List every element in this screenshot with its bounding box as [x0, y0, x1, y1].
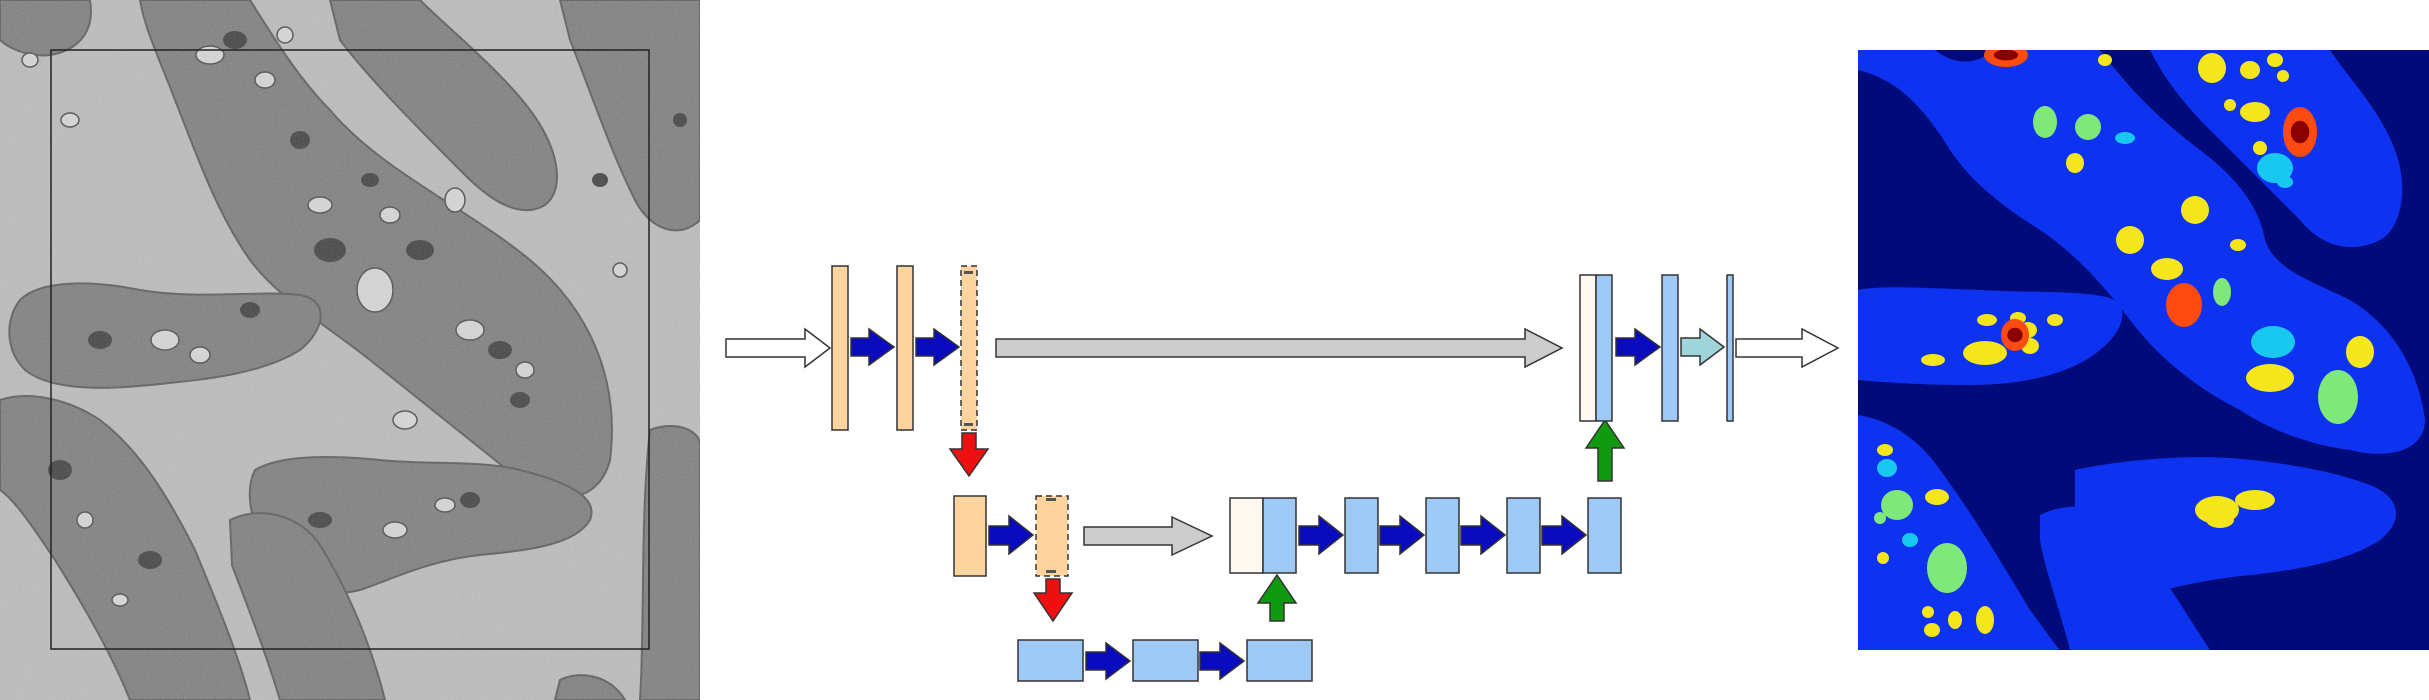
seg-organelle-cyan — [2277, 176, 2293, 188]
seg-organelle-yellow — [2181, 196, 2209, 224]
skip-arrow — [995, 327, 1564, 369]
output-segmentation — [1858, 50, 2429, 650]
pool-arrow — [1032, 578, 1074, 623]
seg-organelle-yellow — [2346, 336, 2374, 368]
seg-organelle-cyan — [2251, 326, 2295, 358]
encoder-block-dashed — [960, 265, 978, 431]
seg-organelle-green — [2033, 106, 2057, 138]
conv-arrow — [1615, 327, 1662, 367]
upconv-arrow — [1584, 418, 1626, 482]
block-marker — [964, 271, 973, 274]
seg-organelle-yellow — [2235, 490, 2275, 510]
encoder-block — [831, 265, 849, 431]
conv-arrow — [850, 327, 896, 367]
seg-organelle-cyan — [2115, 132, 2135, 144]
input-arrow — [725, 327, 832, 369]
seg-organelle-yellow — [1948, 611, 1962, 629]
conv-arrow — [915, 327, 961, 367]
seg-organelle-yellow — [2267, 53, 2283, 67]
seg-organelle-green — [2075, 114, 2101, 140]
seg-organelle-green — [1881, 490, 1913, 520]
seg-cell — [2075, 457, 2397, 600]
seg-organelle-yellow — [1877, 444, 1893, 456]
decoder-block — [1661, 274, 1679, 422]
block-marker — [1046, 498, 1056, 501]
seg-organelle-darkred — [2007, 327, 2023, 343]
seg-organelle-yellow — [2246, 364, 2294, 392]
input-em-image — [0, 0, 700, 700]
seg-organelle-cyan — [1877, 459, 1897, 477]
seg-organelle-yellow — [2198, 53, 2226, 83]
block-marker — [964, 423, 973, 426]
seg-organelle-yellow — [2240, 102, 2270, 122]
seg-organelle-yellow — [1922, 606, 1934, 618]
seg-organelle-yellow — [2253, 141, 2267, 155]
decoder-block — [1344, 497, 1379, 574]
unet-architecture — [725, 265, 1840, 682]
seg-organelle-yellow — [2116, 226, 2144, 254]
seg-organelle-yellow — [1977, 314, 1997, 326]
seg-organelle-yellow — [2206, 512, 2234, 528]
conv-arrow — [1199, 641, 1246, 681]
final-conv-arrow — [1680, 327, 1726, 367]
seg-organelle-green — [2318, 370, 2358, 424]
seg-cell — [2040, 506, 2210, 650]
seg-organelle-yellow — [2240, 61, 2260, 79]
block-marker — [1046, 570, 1056, 573]
decoder-block — [1262, 497, 1297, 574]
conv-arrow — [988, 514, 1035, 556]
seg-cell — [2150, 50, 2403, 248]
seg-organelle-yellow — [2047, 314, 2063, 326]
bottleneck-block — [1132, 639, 1199, 682]
seg-organelle-yellow — [2098, 54, 2112, 66]
seg-organelle-yellow — [2224, 99, 2236, 111]
encoder-block — [953, 495, 987, 577]
skip-concat-block — [1579, 274, 1597, 422]
conv-arrow — [1460, 514, 1507, 556]
em-noise-overlay — [0, 0, 700, 700]
decoder-block — [1506, 497, 1541, 574]
output-block — [1726, 274, 1734, 422]
conv-arrow — [1085, 641, 1132, 681]
seg-organelle-green — [1927, 543, 1967, 593]
skip-concat-block — [1229, 497, 1264, 574]
conv-arrow — [1298, 514, 1345, 556]
upconv-arrow — [1256, 573, 1298, 622]
conv-arrow — [1379, 514, 1426, 556]
seg-organelle-yellow — [1925, 489, 1949, 505]
skip-arrow — [1083, 515, 1214, 557]
seg-organelle-yellow — [1877, 552, 1889, 564]
bottleneck-block — [1017, 639, 1084, 682]
seg-organelle-cyan — [1902, 533, 1918, 547]
crop-frame — [50, 49, 650, 650]
seg-organelle-yellow — [1963, 341, 2007, 365]
conv-arrow — [1541, 514, 1588, 556]
seg-organelle-green — [2213, 278, 2231, 306]
seg-organelle-yellow — [1976, 606, 1994, 634]
pool-arrow — [948, 432, 990, 478]
seg-organelle-cyan — [2257, 153, 2293, 183]
seg-organelle-yellow — [2066, 153, 2084, 173]
encoder-block-dashed — [1035, 495, 1069, 577]
seg-organelle-orange — [2166, 283, 2202, 327]
seg-organelle-yellow — [2277, 70, 2289, 82]
output-arrow — [1735, 327, 1840, 369]
decoder-block — [1587, 497, 1622, 574]
seg-organelle-green — [1874, 512, 1886, 524]
seg-organelle-yellow — [1921, 354, 1945, 366]
encoder-block — [896, 265, 914, 431]
bottleneck-block — [1246, 639, 1313, 682]
seg-organelle-yellow — [1924, 623, 1940, 637]
decoder-block — [1425, 497, 1460, 574]
seg-organelles — [1874, 50, 2374, 637]
seg-organelle-yellow — [2230, 239, 2246, 251]
seg-organelle-darkred — [1993, 50, 2019, 61]
seg-organelle-yellow — [2151, 258, 2183, 280]
seg-organelle-darkred — [2290, 120, 2310, 144]
seg-cell — [1858, 415, 2060, 650]
decoder-block — [1595, 274, 1613, 422]
